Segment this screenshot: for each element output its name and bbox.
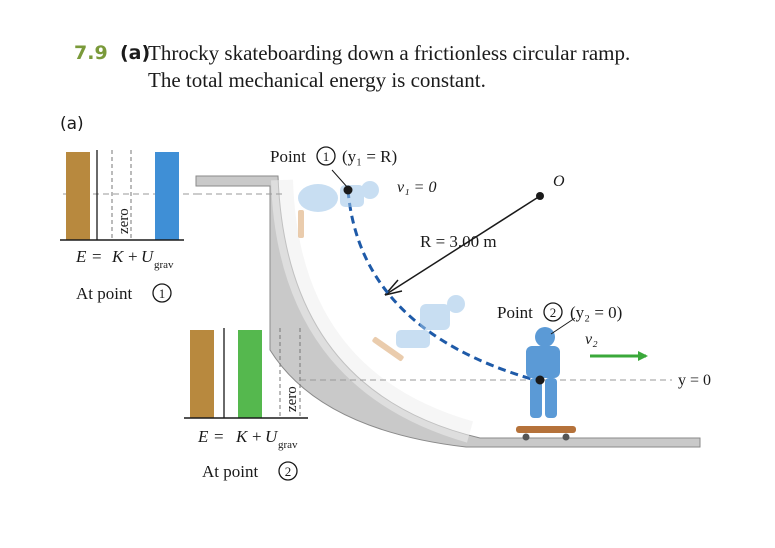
bar1-E — [66, 152, 90, 240]
bar1-caption: At point — [76, 284, 132, 303]
figure-part-label: (a) — [120, 42, 151, 64]
point1-number: 1 — [323, 149, 330, 164]
eq2-plus: + — [252, 427, 262, 446]
point1-condition: (y₁ = R) — [342, 147, 397, 166]
panel-label: (a) — [60, 114, 84, 134]
skater-path — [346, 189, 536, 382]
eq2-U: U — [265, 427, 279, 446]
caption-line-2: The total mechanical energy is constant. — [148, 68, 486, 92]
point1-number-circle — [316, 146, 336, 166]
bar2-K — [238, 330, 262, 418]
eq2-sub: grav — [278, 439, 298, 451]
bar2-caption-circle — [278, 461, 298, 481]
point2-number: 2 — [550, 305, 557, 320]
bar2-E — [190, 330, 214, 418]
bar1-zero-label: zero — [116, 208, 132, 234]
point1-velocity: v₁ = 0 — [397, 179, 436, 196]
eq1-U: U — [141, 247, 155, 266]
point2-prefix: Point — [497, 303, 533, 322]
skater-figure-mid — [372, 295, 465, 361]
eq2-E: E — [197, 427, 209, 446]
energy-bars-point1: zero — [60, 150, 184, 241]
eq2-K: K — [235, 427, 249, 446]
eq1-plus: + — [128, 247, 138, 266]
pointer-line-1 — [331, 169, 349, 189]
center-label: O — [553, 173, 565, 190]
pointer-line-2 — [550, 317, 576, 335]
skater-figure-point2 — [516, 327, 576, 441]
point2-number-circle — [543, 302, 563, 322]
bar1-caption-circle — [152, 283, 172, 303]
bar2-caption-number: 2 — [285, 464, 292, 479]
point2-condition: (y₂ = 0) — [570, 303, 622, 322]
mass-point-1 — [343, 185, 353, 195]
energy-equation-2: E = K + U grav — [197, 427, 298, 451]
bar2-caption: At point — [202, 462, 258, 481]
eq2-eq: = — [214, 427, 224, 446]
ramp-inner-surface — [271, 179, 474, 443]
eq1-K: K — [111, 247, 125, 266]
point1-prefix: Point — [270, 147, 306, 166]
bar1-caption-number: 1 — [159, 286, 166, 301]
mass-point-2 — [535, 375, 545, 385]
point2-velocity: v₂ — [585, 331, 598, 348]
energy-bars-point2: zero — [184, 328, 308, 419]
baseline-label: y = 0 — [678, 372, 711, 389]
caption-line-1: Throcky skateboarding down a frictionles… — [148, 41, 631, 65]
radius-line — [384, 195, 541, 296]
eq1-eq: = — [92, 247, 102, 266]
figure-number: 7.9 — [74, 42, 108, 64]
radius-label: R = 3.00 m — [420, 232, 497, 251]
bar2-zero-label: zero — [284, 386, 300, 412]
bar1-U — [155, 152, 179, 240]
eq1-E: E — [75, 247, 87, 266]
skater-figure-point1 — [298, 181, 379, 238]
energy-equation-1: E = K + U grav — [75, 247, 174, 271]
eq1-sub: grav — [154, 259, 174, 271]
center-point-o — [536, 192, 544, 200]
